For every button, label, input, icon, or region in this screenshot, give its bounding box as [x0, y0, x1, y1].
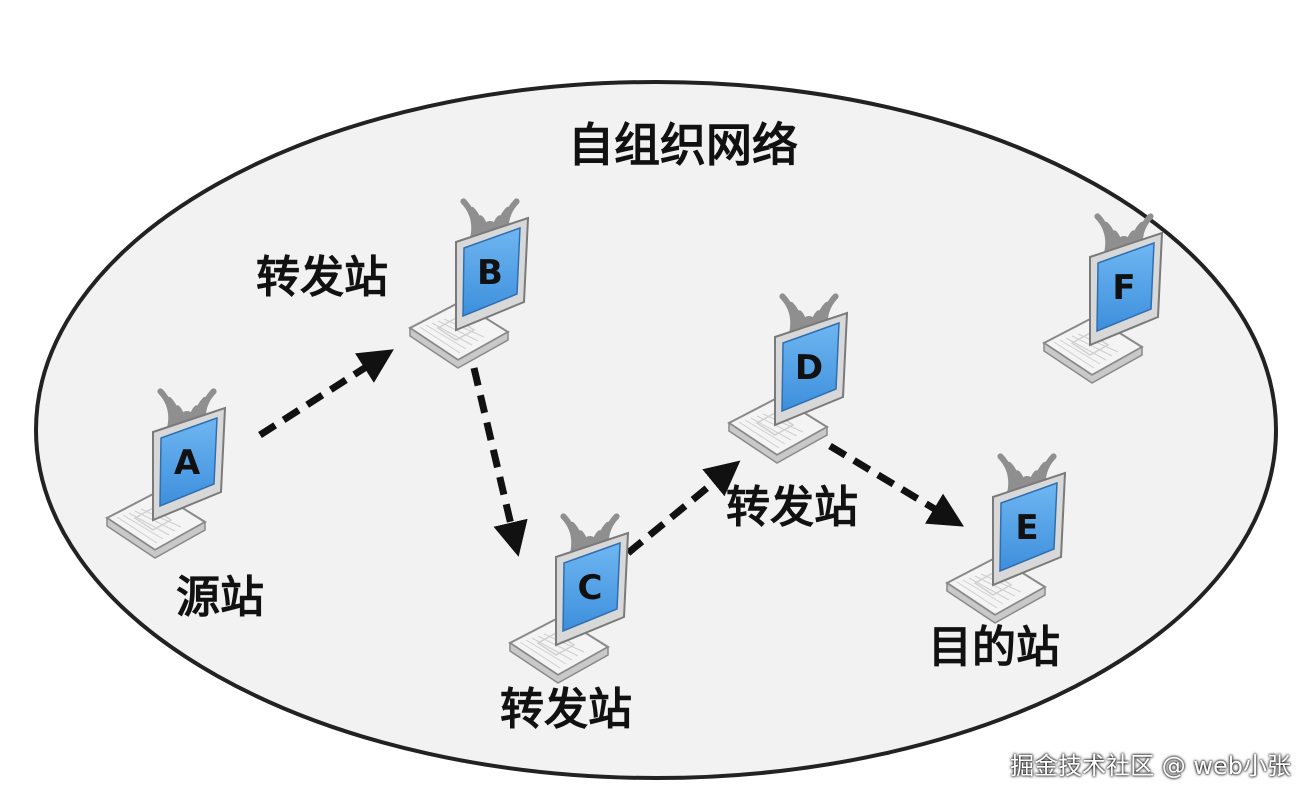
- node-id-C: C: [578, 568, 603, 608]
- laptop-icon: [1042, 231, 1164, 384]
- laptop-node-C: C: [508, 513, 630, 684]
- laptop-node-B: B: [408, 198, 530, 369]
- laptop-icon: [508, 531, 630, 684]
- laptop-icon: [727, 311, 849, 464]
- node-label-A: 源站: [176, 572, 264, 623]
- node-id-E: E: [1015, 508, 1038, 548]
- node-label-B: 转发站: [256, 252, 388, 303]
- node-id-B: B: [477, 253, 503, 293]
- node-label-C: 转发站: [500, 684, 632, 735]
- node-id-F: F: [1112, 268, 1135, 308]
- diagram-title: 自组织网络: [568, 118, 798, 172]
- node-label-D: 转发站: [726, 482, 858, 533]
- arrow-D-E: [828, 443, 964, 527]
- laptop-node-F: F: [1042, 213, 1164, 384]
- laptop-icon: [945, 471, 1067, 624]
- laptop-node-E: E: [945, 453, 1067, 624]
- laptop-node-A: A: [105, 388, 227, 559]
- node-id-A: A: [174, 443, 201, 483]
- watermark: 掘金技术社区 @ web小张: [1010, 752, 1291, 780]
- laptop-node-D: D: [727, 293, 849, 464]
- laptop-icon: [408, 216, 530, 369]
- arrow-C-D: [625, 460, 741, 556]
- arrow-A-B: [258, 349, 394, 438]
- node-label-E: 目的站: [928, 622, 1060, 673]
- arrow-B-C: [470, 367, 528, 557]
- node-id-D: D: [795, 348, 823, 388]
- laptop-icon: [105, 406, 227, 559]
